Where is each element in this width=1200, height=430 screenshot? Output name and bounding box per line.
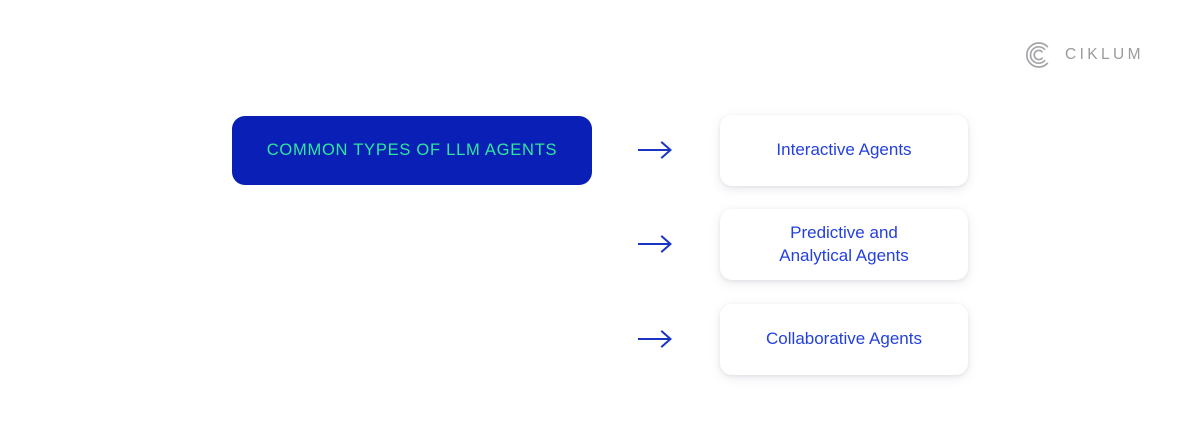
arrow-right-icon [636, 326, 676, 352]
diagram-branch-card[interactable]: Interactive Agents [720, 115, 968, 186]
diagram-source-node[interactable]: COMMON TYPES OF LLM AGENTS [232, 116, 592, 185]
ciklum-c-mark-icon [1024, 41, 1052, 69]
diagram-branch-label: Predictive and Analytical Agents [779, 222, 909, 265]
arrow-right-icon [636, 137, 676, 163]
diagram-branch-label: Collaborative Agents [766, 329, 922, 349]
diagram-branch-card[interactable]: Collaborative Agents [720, 304, 968, 375]
diagram-source-label: COMMON TYPES OF LLM AGENTS [266, 140, 558, 159]
diagram-branch-label: Interactive Agents [776, 140, 912, 160]
arrow-right-icon [636, 231, 676, 257]
brand-logo: CIKLUM [1024, 40, 1144, 70]
diagram-branch-card[interactable]: Predictive and Analytical Agents [720, 209, 968, 280]
brand-wordmark: CIKLUM [1065, 46, 1144, 64]
